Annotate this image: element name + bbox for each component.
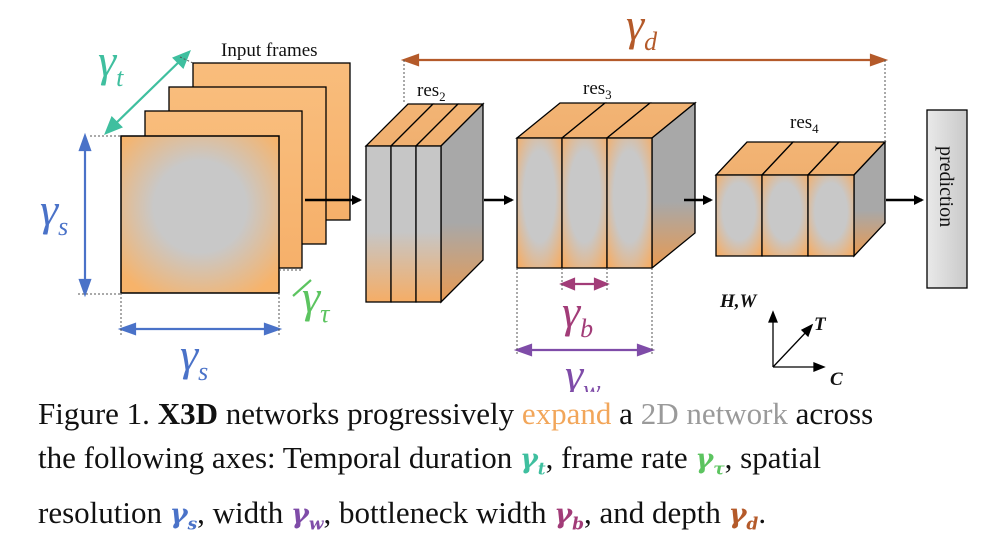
gamma-tau-arrow: [292, 279, 312, 297]
axis-hw-label: H,W: [719, 291, 758, 312]
caption-x3d: X3D: [157, 396, 218, 431]
input-frames-stack: [120, 62, 351, 294]
caption-gamma-s: γs: [169, 499, 198, 535]
caption-text: the following axes: Temporal duration: [38, 440, 520, 475]
caption-text: resolution: [38, 495, 170, 531]
axis-t-label: T: [814, 314, 827, 335]
caption-gamma-t: γt: [519, 444, 546, 480]
gamma-s-vertical-arrow: [78, 132, 92, 298]
caption-2d-network: 2D network: [640, 396, 788, 431]
gamma-s-vertical-label: γs: [40, 184, 68, 241]
caption-text: across: [787, 396, 874, 431]
res2-block: [364, 102, 485, 304]
caption-line-3: resolution γs, width γw, bottleneck widt…: [38, 491, 988, 546]
res3-block: [515, 101, 697, 270]
caption-gamma-b: γb: [554, 499, 584, 535]
res4-label: res4: [790, 112, 819, 136]
gamma-b-arrow: [559, 277, 610, 291]
gamma-s-horizontal-label: γs: [180, 329, 208, 386]
prediction-label: prediction: [935, 146, 957, 227]
res2-label: res2: [417, 80, 446, 104]
caption-text: , width: [197, 495, 292, 531]
caption-text: , and depth: [583, 495, 729, 531]
caption-text: networks progressively: [217, 396, 522, 431]
gamma-w-arrow: [513, 343, 656, 357]
res4-block: [714, 140, 887, 258]
caption-line-2: the following axes: Temporal duration γt…: [38, 436, 988, 491]
gamma-w-label: γw: [565, 349, 601, 392]
caption-text: , frame rate: [545, 440, 696, 475]
gamma-d-arrow: [400, 53, 889, 67]
gamma-t-arrow: [104, 50, 191, 135]
gamma-b-label: γb: [562, 286, 593, 343]
caption-gamma-tau: γτ: [695, 444, 725, 480]
caption-text: , bottleneck width: [323, 495, 555, 531]
gamma-tau-label: γτ: [302, 271, 331, 328]
gamma-s-horizontal-arrow: [117, 322, 283, 336]
prediction-box: [926, 109, 968, 289]
gamma-d-label: γd: [626, 0, 658, 56]
input-frames-label: Input frames: [221, 40, 318, 61]
caption-text: , spatial: [724, 440, 822, 475]
caption-gamma-d: γd: [728, 499, 759, 535]
x3d-diagram: Input frames γt γs γs γτ res2: [40, 0, 968, 392]
caption-line-1: Figure 1. X3D networks progressively exp…: [38, 392, 988, 436]
caption-expand: expand: [521, 396, 612, 431]
caption-fig-label: Figure 1.: [38, 396, 150, 431]
axes-triad: [768, 310, 826, 372]
caption-gamma-w: γw: [291, 499, 324, 535]
res3-label: res3: [583, 78, 612, 102]
figure-caption: Figure 1. X3D networks progressively exp…: [38, 392, 988, 547]
axis-c-label: C: [830, 369, 843, 390]
gamma-t-label: γt: [98, 35, 124, 92]
caption-text: a: [611, 396, 641, 431]
caption-text: .: [758, 495, 767, 531]
